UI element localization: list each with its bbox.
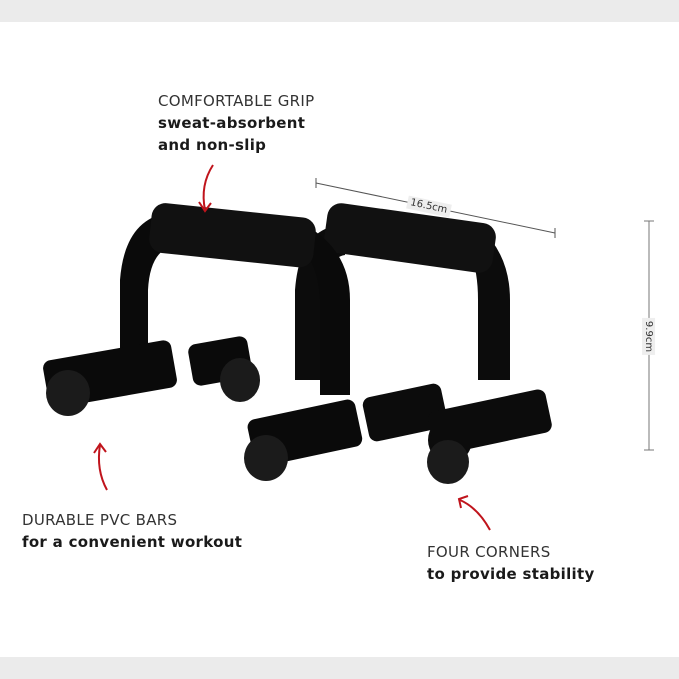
callout-corners-line1: to provide stability [427,565,595,583]
callout-grip-line1: sweat-absorbent [158,114,306,132]
bottom-band [0,657,679,679]
push-up-bar-front [43,203,363,481]
callout-corners-title: FOUR CORNERS [427,543,551,561]
callout-grip: COMFORTABLE GRIP sweat-absorbent and non… [158,90,314,156]
arrow-grip-icon [198,164,214,213]
callout-bars: DURABLE PVC BARS for a convenient workou… [22,509,242,553]
top-band [0,0,679,22]
callout-corners: FOUR CORNERS to provide stability [427,541,595,585]
height-dimension-label: 9.9cm [642,317,656,356]
callout-bars-title: DURABLE PVC BARS [22,511,178,529]
callout-grip-title: COMFORTABLE GRIP [158,92,315,110]
arrow-corners-icon [457,495,491,531]
callout-grip-line2: and non-slip [158,136,267,154]
callout-bars-line1: for a convenient workout [22,533,243,551]
arrow-bars-icon [93,442,108,491]
